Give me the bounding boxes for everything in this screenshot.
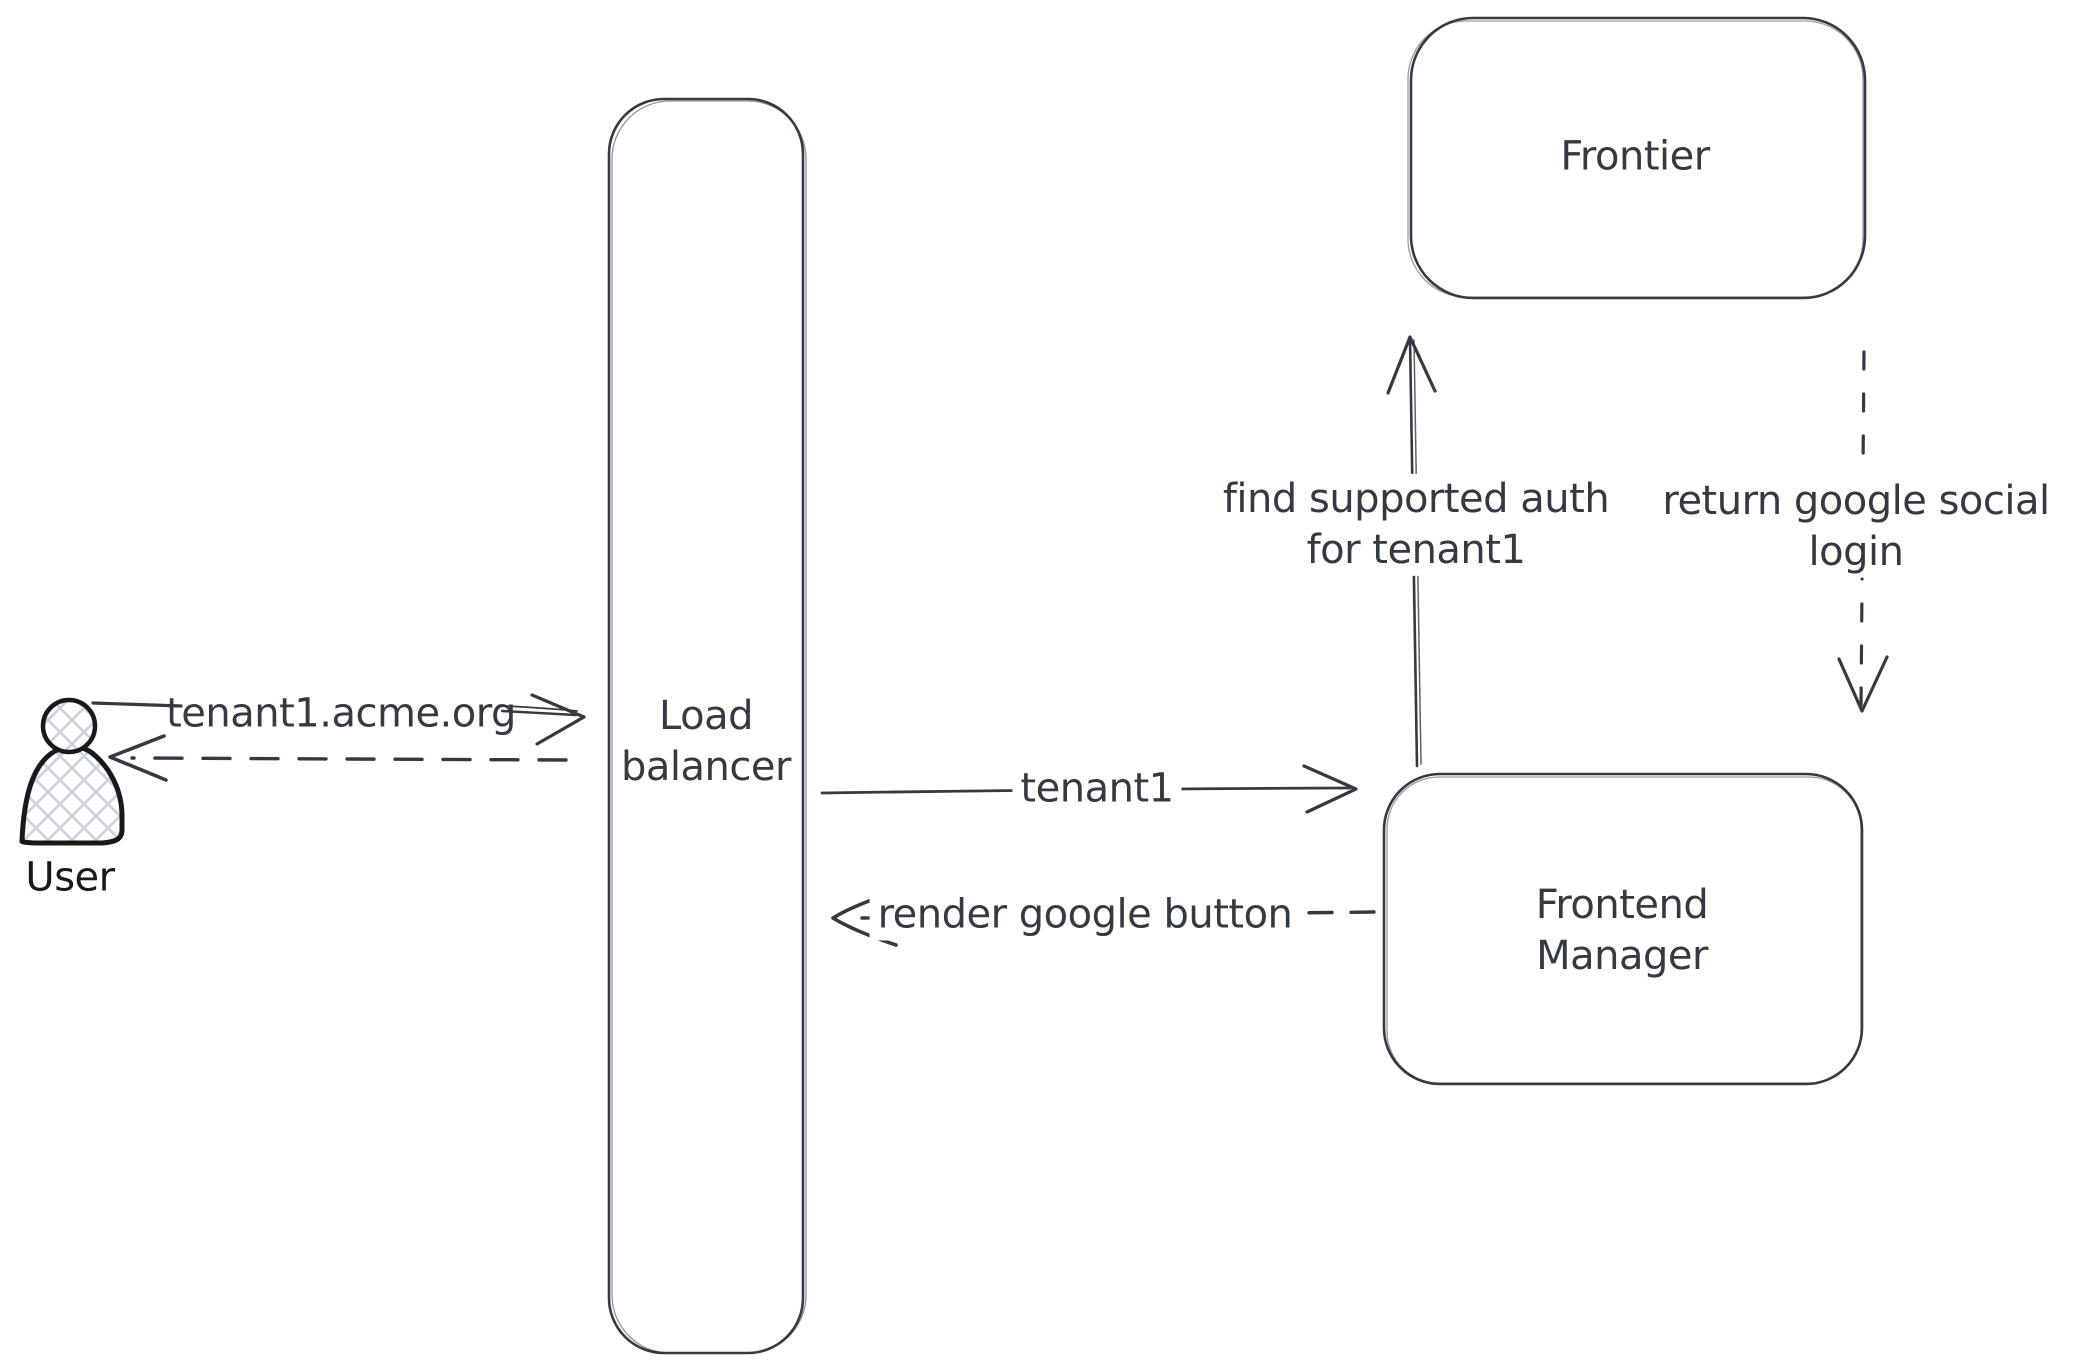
arrow-request-domain <box>91 693 586 746</box>
load-balancer-label: Load balancer <box>621 692 791 790</box>
user-label: User <box>25 854 115 901</box>
arrowhead-right-icon <box>530 693 586 746</box>
frontier-label: Frontier <box>1560 133 1710 180</box>
frontend-manager-label: Frontend Manager <box>1535 881 1709 979</box>
edge-label-find-supported-auth: find supported auth for tenant1 <box>1214 473 1618 577</box>
edge-label-return-google-social: return google social login <box>1654 475 2058 579</box>
user-icon <box>19 697 125 846</box>
arrow-response-to-user <box>108 734 568 782</box>
edge-label-tenant1: tenant1 <box>1012 763 1182 815</box>
arrowhead-down-icon <box>1837 655 1889 713</box>
edge-label-render-google-button: render google button <box>869 889 1301 941</box>
load-balancer-box <box>607 97 807 1355</box>
frontier-box <box>1407 16 1867 300</box>
arrowhead-up-icon <box>1386 335 1437 395</box>
edge-label-request-domain: tenant1.acme.org <box>166 690 516 737</box>
arrowhead-right-icon <box>1302 764 1358 814</box>
frontend-manager-box <box>1382 772 1864 1086</box>
arrowhead-left-icon <box>108 734 168 782</box>
